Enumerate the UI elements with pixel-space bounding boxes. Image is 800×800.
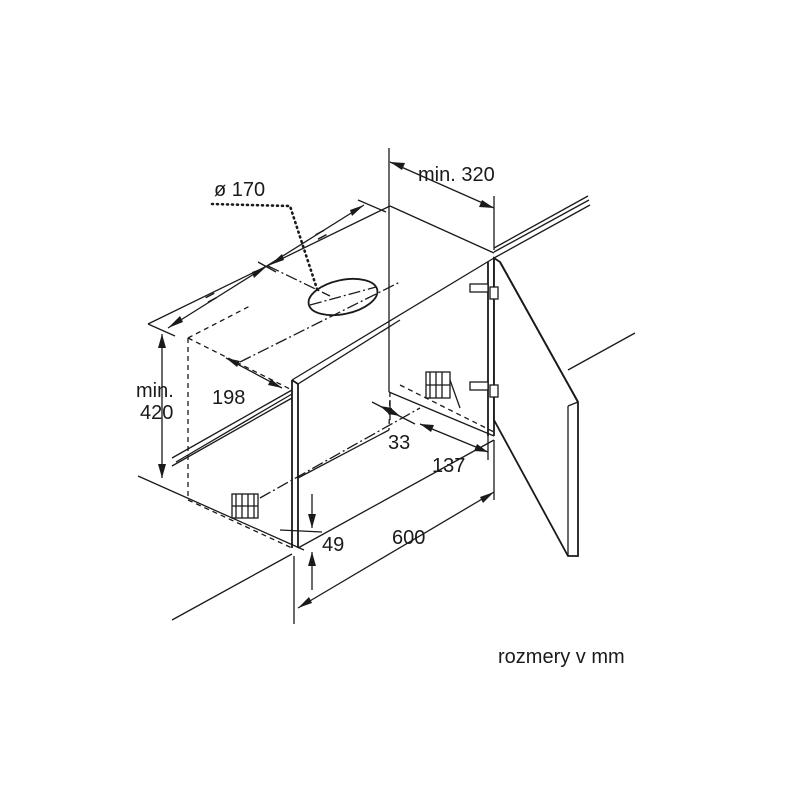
mounting-bracket-left-icon [231,493,259,519]
diameter-leader [210,202,320,294]
min-height-label-line1: min. [136,380,174,402]
depth-dimension [225,357,283,389]
bottom-gap-label: 49 [322,534,344,556]
diameter-label: ø 170 [214,179,265,201]
bottom-gap-dimension [279,494,323,590]
exhaust-opening-icon [307,277,379,317]
cabinet-structure [137,148,636,621]
small-offset-dimension [371,400,416,425]
width-dimension [293,440,495,624]
door-offset-label: 137 [432,455,465,477]
depth-label: 198 [212,387,245,409]
small-offset-label: 33 [388,432,410,454]
min-height-dimension [158,334,166,478]
mounting-bracket-right-icon [425,371,461,409]
door-offset-dimension [419,423,489,460]
min-distance-label: min. 320 [418,164,495,186]
cabinet-door [493,256,579,557]
min-distance-dimension [389,161,495,250]
hinge-icon [469,283,499,398]
equal-spacing-dimension [147,199,387,337]
min-height-label-line2: 420 [140,402,173,424]
units-caption: rozmery v mm [498,646,625,668]
width-label: 600 [392,527,425,549]
